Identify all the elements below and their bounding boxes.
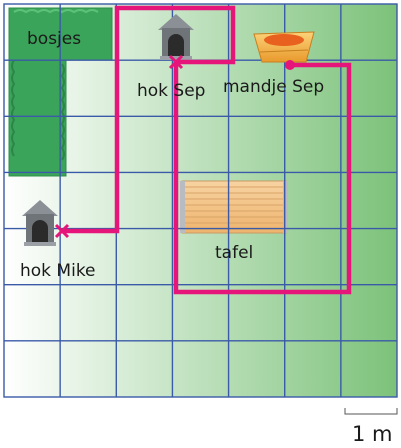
kennel-mike-label: hok Mike (20, 261, 96, 281)
kennel-mike-marker (54, 223, 70, 239)
basket-sep-marker (285, 60, 295, 70)
dog-basket-icon (253, 31, 315, 63)
dog-kennel-icon (22, 200, 58, 246)
dog-kennel-icon (158, 14, 194, 60)
kennel-sep-label: hok Sep (137, 81, 205, 101)
table-icon (180, 180, 288, 234)
route-path (62, 5, 352, 295)
grid (3, 3, 398, 398)
kennel-sep-marker (168, 54, 184, 70)
scale-label: 1 m (352, 422, 393, 446)
table-label: tafel (215, 243, 253, 263)
bushes-label: bosjes (27, 29, 81, 49)
basket-sep-label: mandje Sep (223, 77, 324, 97)
scale-bar (344, 408, 398, 415)
